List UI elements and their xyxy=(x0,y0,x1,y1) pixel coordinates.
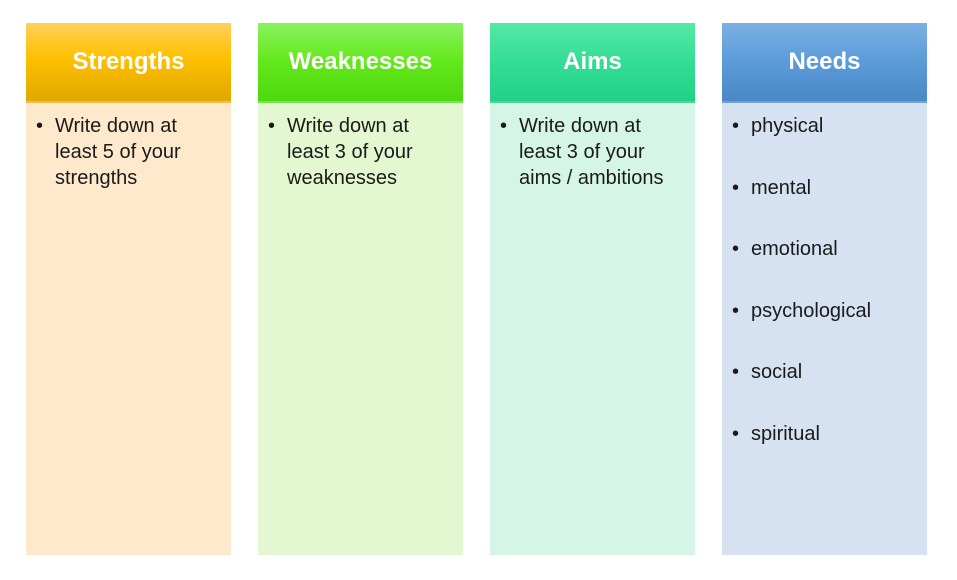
column-header-weaknesses: Weaknesses xyxy=(258,23,463,103)
list-item: Write down at least 5 of your strengths xyxy=(36,113,221,191)
column-header-aims: Aims xyxy=(490,23,695,103)
list-item: physical xyxy=(732,113,917,139)
list-item: psychological xyxy=(732,298,917,324)
column-needs: Needs physical mental emotional psycholo… xyxy=(722,23,927,555)
list-item: social xyxy=(732,359,917,385)
column-body-strengths: Write down at least 5 of your strengths xyxy=(26,103,231,555)
list-item: Write down at least 3 of your weaknesses xyxy=(268,113,453,191)
column-body-aims: Write down at least 3 of your aims / amb… xyxy=(490,103,695,555)
list-item: emotional xyxy=(732,236,917,262)
bullet-list: Write down at least 3 of your aims / amb… xyxy=(500,113,685,191)
column-header-needs: Needs xyxy=(722,23,927,103)
column-body-needs: physical mental emotional psychological … xyxy=(722,103,927,555)
column-strengths: Strengths Write down at least 5 of your … xyxy=(26,23,231,555)
bullet-list: Write down at least 5 of your strengths xyxy=(36,113,221,191)
bullet-list: physical mental emotional psychological … xyxy=(732,113,917,447)
list-item: spiritual xyxy=(732,421,917,447)
column-weaknesses: Weaknesses Write down at least 3 of your… xyxy=(258,23,463,555)
bullet-list: Write down at least 3 of your weaknesses xyxy=(268,113,453,191)
column-aims: Aims Write down at least 3 of your aims … xyxy=(490,23,695,555)
list-item: Write down at least 3 of your aims / amb… xyxy=(500,113,685,191)
column-header-strengths: Strengths xyxy=(26,23,231,103)
column-body-weaknesses: Write down at least 3 of your weaknesses xyxy=(258,103,463,555)
list-item: mental xyxy=(732,175,917,201)
